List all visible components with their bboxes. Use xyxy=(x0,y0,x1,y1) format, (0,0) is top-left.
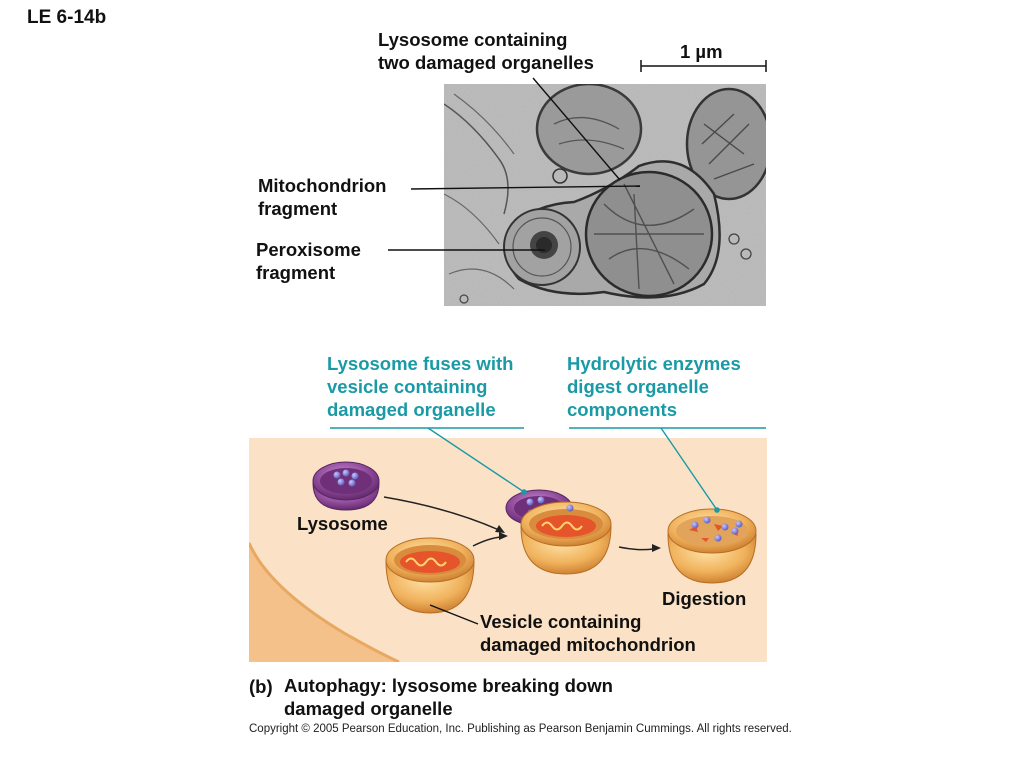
copyright-notice: Copyright © 2005 Pearson Education, Inc.… xyxy=(249,723,792,735)
caption-text: Autophagy: lysosome breaking down damage… xyxy=(284,675,613,719)
caption-part-label: (b) xyxy=(249,676,273,697)
lysosome-illustration xyxy=(312,461,380,511)
digestion-illustration xyxy=(667,508,757,584)
peroxisome-fragment-label: Peroxisome fragment xyxy=(256,239,361,283)
lysosome-diagram-label: Lysosome xyxy=(297,513,388,534)
digestion-label: Digestion xyxy=(662,588,747,609)
electron-micrograph xyxy=(444,84,766,306)
fuse-step-label: Lysosome fuses with vesicle containing d… xyxy=(327,353,514,420)
scale-bar-label: 1 µm xyxy=(680,41,723,62)
slide-id: LE 6-14b xyxy=(27,7,107,28)
mitochondrion-fragment-label: Mitochondrion fragment xyxy=(258,175,387,219)
digest-step-label: Hydrolytic enzymes digest organelle comp… xyxy=(567,353,741,420)
vesicle-label: Vesicle containing damaged mitochondrion xyxy=(480,611,696,655)
fusion-illustration xyxy=(505,489,612,575)
lysosome-label: Lysosome containing two damaged organell… xyxy=(378,29,594,73)
vesicle-illustration xyxy=(385,537,475,614)
